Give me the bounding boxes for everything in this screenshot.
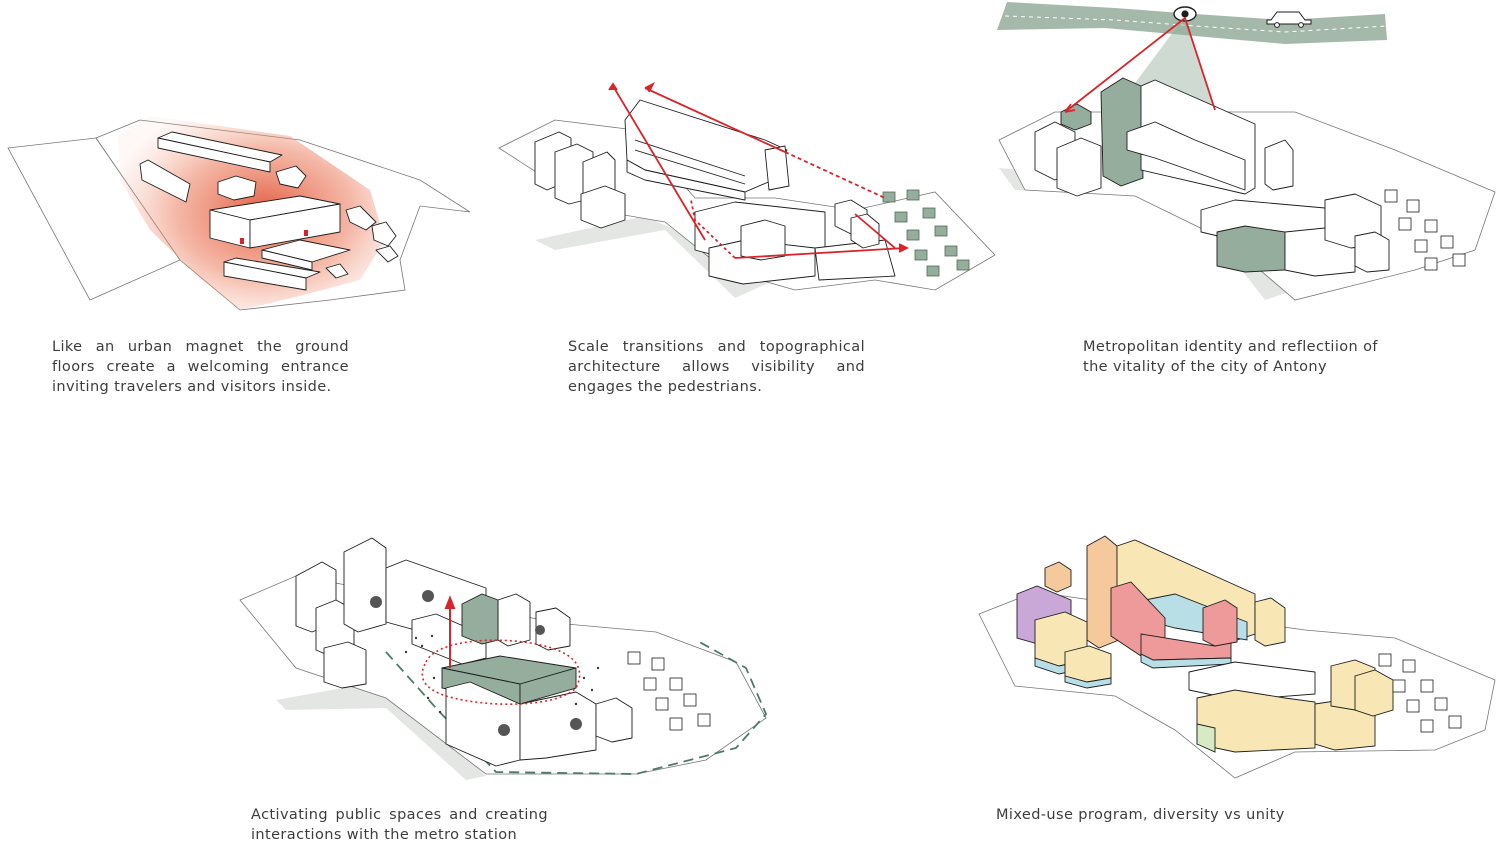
- caption-metropolitan-identity: Metropolitan identity and reflectiion of…: [1083, 337, 1383, 377]
- caption-scale-transitions: Scale transitions and topographical arch…: [568, 337, 865, 397]
- diagram-mixed-use: [975, 530, 1500, 780]
- diagram-metropolitan-identity: [995, 0, 1500, 310]
- caption-urban-magnet: Like an urban magnet the ground floors c…: [52, 337, 349, 397]
- caption-public-spaces: Activating public spaces and creating in…: [251, 805, 548, 845]
- caption-mixed-use: Mixed-use program, diversity vs unity: [996, 805, 1316, 825]
- diagram-urban-magnet: [0, 100, 480, 330]
- diagram-public-spaces: [236, 528, 776, 783]
- diagram-scale-transitions: [495, 80, 1000, 320]
